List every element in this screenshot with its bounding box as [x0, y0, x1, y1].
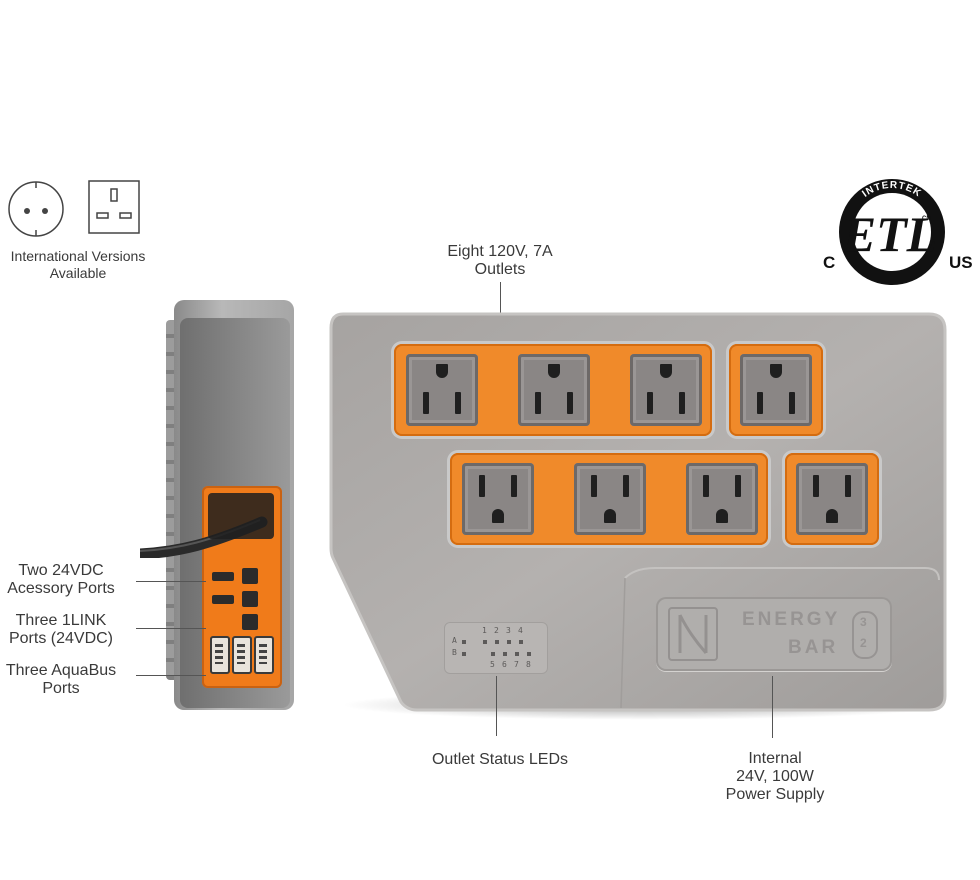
onelink-port [212, 595, 234, 604]
aquabus-leader-line [136, 675, 206, 676]
outlet-status-led-panel: A B 1 2 3 4 5 6 7 8 [444, 622, 548, 674]
outlet-status-leds-label: Outlet Status LEDs [431, 751, 569, 768]
onelink-port [242, 591, 258, 607]
brand-number-badge: 3 2 [852, 611, 878, 659]
outlet-8 [796, 463, 868, 535]
led-number: 8 [526, 660, 531, 669]
status-led [491, 652, 495, 656]
onelink-port [242, 614, 258, 630]
etl-cm-text: CM [922, 216, 931, 222]
status-led [527, 652, 531, 656]
outlet-5 [462, 463, 534, 535]
led-number: 2 [494, 626, 499, 635]
aquabus-port [232, 636, 252, 674]
status-led [483, 640, 487, 644]
etl-us-text: US [949, 253, 973, 272]
led-row-label: B [452, 648, 457, 657]
onelink-leader-line [136, 628, 206, 629]
outlet-7 [686, 463, 758, 535]
accessory-port [242, 568, 258, 584]
aquabus-port [210, 636, 230, 674]
led-number: 3 [506, 626, 511, 635]
status-led [462, 652, 466, 656]
brand-line-2: BAR [788, 637, 839, 658]
energy-bar-badge: ENERGY BAR 3 2 [656, 597, 892, 671]
etl-mark-text: ETL [842, 206, 937, 262]
led-number: 6 [502, 660, 507, 669]
led-number: 4 [518, 626, 523, 635]
outlet-2 [518, 354, 590, 426]
energy-bar-logo-icon [668, 607, 718, 661]
accessory-leader-line [136, 581, 206, 582]
power-supply-leader-line [772, 676, 773, 738]
etl-listed-icon: INTERTEK LISTED ETL CM C US [818, 174, 978, 294]
round-plug-icon [8, 181, 64, 237]
outlets-label: Eight 120V, 7A Outlets [447, 243, 553, 278]
status-led [515, 652, 519, 656]
outlet-6 [574, 463, 646, 535]
power-supply-label: Internal 24V, 100W Power Supply [725, 750, 825, 803]
aquabus-ports-label: Three AquaBus Ports [5, 662, 117, 697]
led-row-label: A [452, 636, 457, 645]
outlet-1 [406, 354, 478, 426]
uk-plug-icon [88, 180, 140, 234]
status-led [462, 640, 466, 644]
accessory-ports-label: Two 24VDC Acessory Ports [7, 562, 115, 597]
outlet-4 [740, 354, 812, 426]
brand-line-1: ENERGY [742, 609, 841, 630]
led-number: 7 [514, 660, 519, 669]
onelink-ports-label: Three 1LINK Ports (24VDC) [8, 612, 114, 647]
led-number: 5 [490, 660, 495, 669]
aquabus-port [254, 636, 274, 674]
status-led [495, 640, 499, 644]
etl-arc-bottom-text: LISTED [871, 256, 913, 271]
status-led [507, 640, 511, 644]
status-led [503, 652, 507, 656]
status-led [519, 640, 523, 644]
led-number: 1 [482, 626, 487, 635]
accessory-port [212, 572, 234, 581]
etl-c-text: C [823, 253, 835, 272]
outlet-3 [630, 354, 702, 426]
led-leader-line [496, 676, 497, 736]
international-versions-label: International Versions Available [10, 248, 146, 281]
svg-text:LISTED: LISTED [871, 256, 914, 271]
